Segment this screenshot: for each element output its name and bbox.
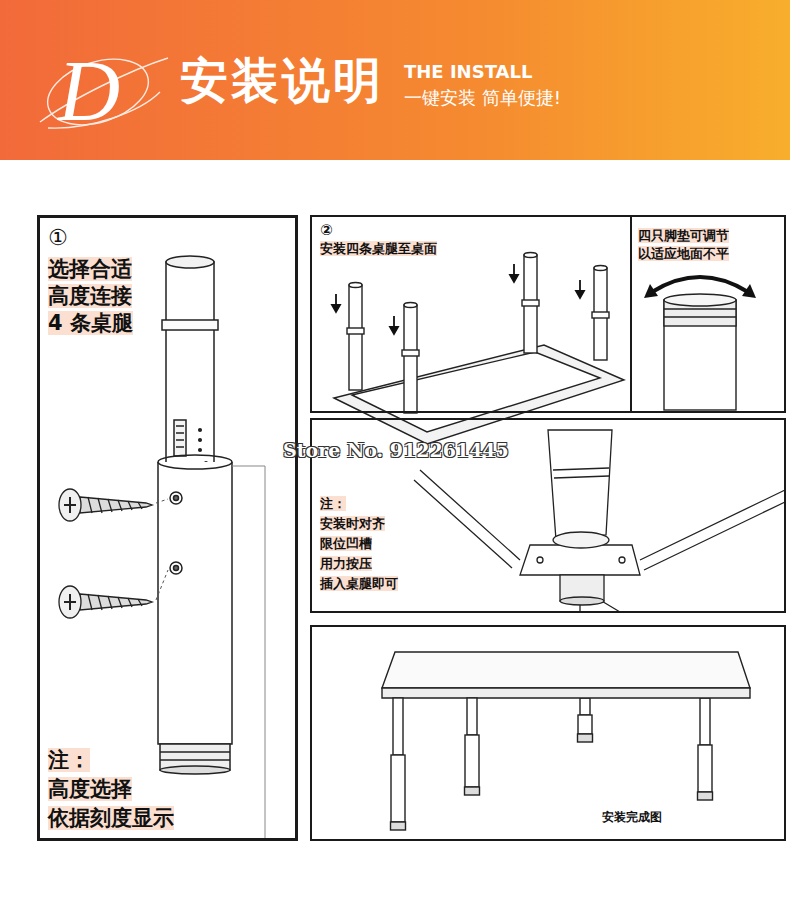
leader-line [232, 466, 265, 840]
caption-text-block: 安装完成图 [602, 809, 662, 825]
note-text-block: 注： 高度选择 依据刻度显示 [48, 746, 177, 833]
table-illustration [334, 253, 624, 445]
foot-illustration [664, 294, 736, 410]
step-number: ① [48, 225, 68, 250]
step-number-block: ① [48, 224, 68, 252]
guide-line [156, 499, 168, 600]
step-text: 安装四条桌腿至桌面 [320, 241, 437, 256]
note-text: 注： 安装时对齐 限位凹槽 用力按压 插入桌腿即可 [320, 496, 398, 591]
step-panel: ② 安装四条桌腿至桌面 [310, 215, 632, 413]
header-band [0, 0, 790, 160]
logo-letter: D [58, 40, 120, 143]
result-panel: 安装完成图 [310, 625, 786, 841]
tip-text: 四只脚垫可调节 以适应地面不平 [638, 228, 729, 261]
slogan: 一键安装 简单便捷! [404, 87, 561, 109]
step-text-block: 安装四条桌腿至桌面 [320, 240, 437, 258]
rotate-arrow [644, 277, 756, 298]
subtitle-en: THE INSTALL [404, 61, 532, 83]
tip-panel: 四只脚垫可调节 以适应地面不平 [630, 215, 786, 413]
step-number-block: ② [320, 221, 333, 240]
down-arrow [332, 264, 584, 334]
step-text-block: 选择合适 高度连接 4 条桌腿 [48, 256, 135, 337]
note-text: 注： 高度选择 依据刻度显示 [48, 748, 174, 830]
step-number: ② [320, 221, 333, 239]
finished-table [382, 652, 750, 830]
watermark: Store No. 912261445 [283, 439, 509, 462]
step-panel: ① 选择合适 高度连接 4 条桌腿注： 高度选择 依据刻度显示 [37, 215, 298, 841]
note-text-block: 注： 安装时对齐 限位凹槽 用力按压 插入桌腿即可 [320, 494, 400, 594]
screw-symbol [59, 489, 152, 618]
leg-illustration [158, 256, 232, 774]
page-title: 安装说明 [180, 50, 384, 110]
caption-text: 安装完成图 [602, 810, 662, 824]
step-text: 选择合适 高度连接 4 条桌腿 [48, 257, 133, 335]
tip-text-block: 四只脚垫可调节 以适应地面不平 [638, 227, 731, 263]
